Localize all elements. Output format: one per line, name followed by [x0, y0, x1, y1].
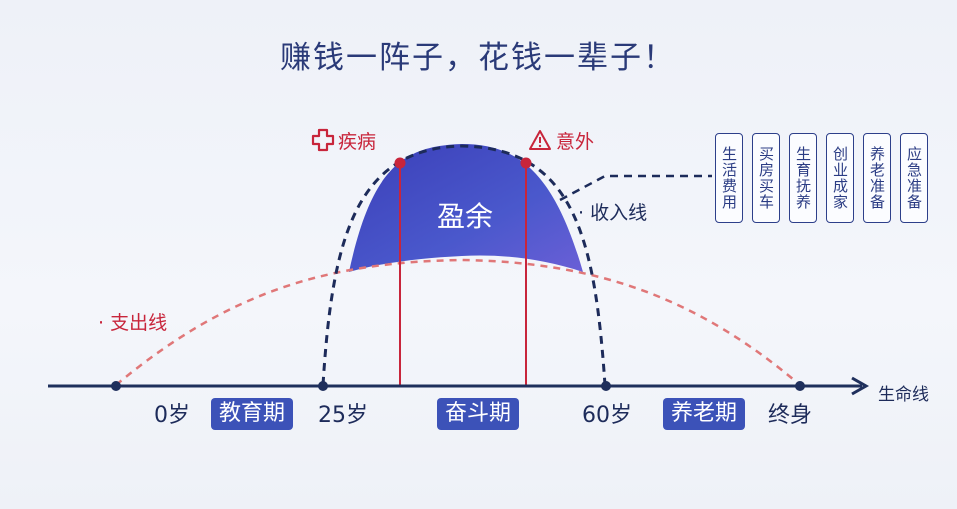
- expense-line-label: · 支出线: [98, 312, 167, 334]
- age-0-label: 0岁: [154, 403, 190, 428]
- need-childcare: 生育抚养: [789, 133, 817, 223]
- income-line-label: · 收入线: [578, 202, 647, 224]
- need-retirement: 养老准备: [863, 133, 891, 223]
- accident-dot: [520, 157, 532, 169]
- life-axis-arrow: [851, 376, 870, 396]
- axis-point-end: [795, 381, 805, 391]
- expense-line-curve: [115, 258, 801, 386]
- period-education: 教育期: [211, 398, 294, 430]
- age-25-label: 25岁: [318, 403, 368, 428]
- period-striving: 奋斗期: [437, 398, 520, 430]
- illness-dot: [394, 157, 406, 169]
- surplus-area: [349, 144, 583, 272]
- life-line-label: 生命线: [878, 385, 929, 405]
- axis-point-25: [318, 381, 328, 391]
- illness-label: 疾病: [338, 131, 376, 153]
- page-title: 赚钱一阵子，花钱一辈子！: [280, 40, 676, 76]
- warning-icon: [529, 130, 551, 150]
- need-business-family: 创业成家: [826, 133, 854, 223]
- needs-connector: [559, 174, 712, 202]
- need-emergency: 应急准备: [900, 133, 928, 223]
- need-house-car: 买房买车: [752, 133, 780, 223]
- axis-point-60: [601, 381, 611, 391]
- lifetime-label: 终身: [768, 403, 812, 428]
- medical-cross-icon: [311, 128, 335, 152]
- period-retirement: 养老期: [663, 398, 746, 430]
- income-line-curve: [321, 144, 607, 386]
- surplus-label: 盈余: [437, 200, 493, 233]
- accident-label: 意外: [556, 131, 594, 153]
- age-60-label: 60岁: [582, 403, 632, 428]
- axis-point-0: [111, 381, 121, 391]
- need-living-expenses: 生活费用: [715, 133, 743, 223]
